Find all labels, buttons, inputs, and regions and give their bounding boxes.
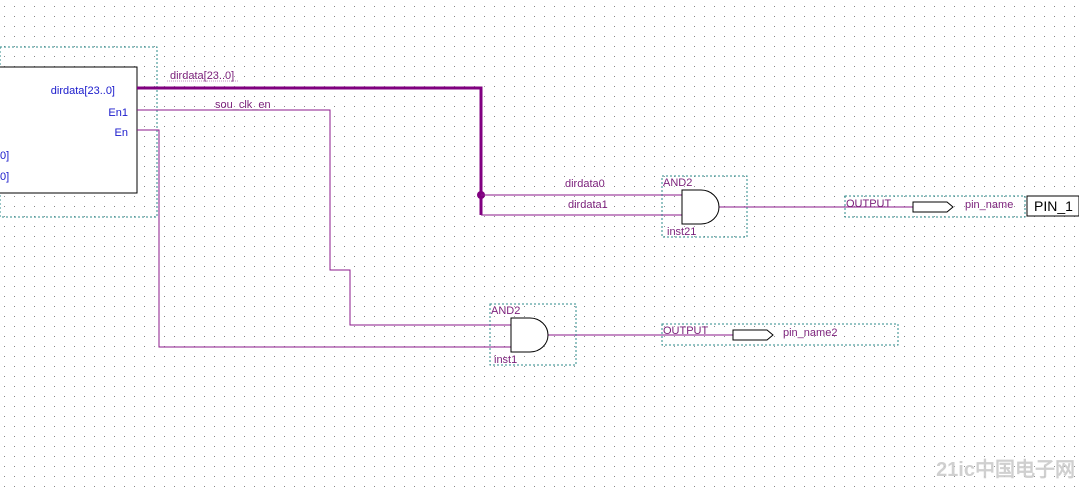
output-pin-bottom[interactable]: OUTPUT pin_name2 xyxy=(661,323,899,346)
net-label-sou-clk-en: sou_clk_en xyxy=(215,99,271,111)
block-group-border xyxy=(0,46,158,218)
gate-instance-label: inst21 xyxy=(667,226,696,238)
wire-clk-en[interactable] xyxy=(137,109,512,326)
port-label-en: En xyxy=(115,127,128,139)
gate-group-border xyxy=(661,175,748,238)
bus-line[interactable] xyxy=(137,86,483,215)
port-label-dirdata: dirdata[23..0] xyxy=(51,85,115,97)
and-gate-symbol xyxy=(510,317,549,353)
block-symbol[interactable]: dirdata[23..0] En1 En 0] 0] xyxy=(0,46,158,218)
watermark-logo: 21ic中国电子网 xyxy=(936,457,1075,481)
block-body xyxy=(0,66,138,194)
bus-net-label: dirdata[23..0] xyxy=(170,70,234,82)
pin-group-border xyxy=(661,323,899,346)
gate-type-label: AND2 xyxy=(663,177,692,189)
net-label-dirdata1: dirdata1 xyxy=(568,199,608,211)
port-label-clipped-1: 0] xyxy=(0,150,9,162)
pin-assignment-box[interactable] xyxy=(1026,195,1079,217)
pin-assignment-label: PIN_1 xyxy=(1034,198,1073,214)
gate-group-border xyxy=(489,303,577,366)
net-label-dirdata0: dirdata0 xyxy=(565,178,605,190)
and-gate-inst1[interactable]: AND2 inst1 xyxy=(489,303,577,366)
pin-kind-label: OUTPUT xyxy=(663,325,709,337)
and-gate-inst21[interactable]: AND2 inst21 xyxy=(661,175,748,238)
wire-en[interactable] xyxy=(137,129,512,348)
pin-group-border xyxy=(844,195,1026,218)
bus-dirdata[interactable]: dirdata[23..0] xyxy=(137,70,485,215)
output-pin-symbol xyxy=(912,201,954,213)
pin-kind-label: OUTPUT xyxy=(846,198,892,210)
output-pin-top[interactable]: OUTPUT pin_name PIN_1 xyxy=(844,195,1079,218)
wires xyxy=(137,109,913,348)
gate-instance-label: inst1 xyxy=(494,354,517,366)
and-gate-symbol xyxy=(681,189,720,225)
pin-name-label: pin_name2 xyxy=(783,327,837,339)
gate-type-label: AND2 xyxy=(491,305,520,317)
port-label-clipped-2: 0] xyxy=(0,171,9,183)
output-pin-symbol xyxy=(732,329,774,341)
pin-name-label: pin_name xyxy=(965,199,1013,211)
port-label-en1: En1 xyxy=(108,107,128,119)
